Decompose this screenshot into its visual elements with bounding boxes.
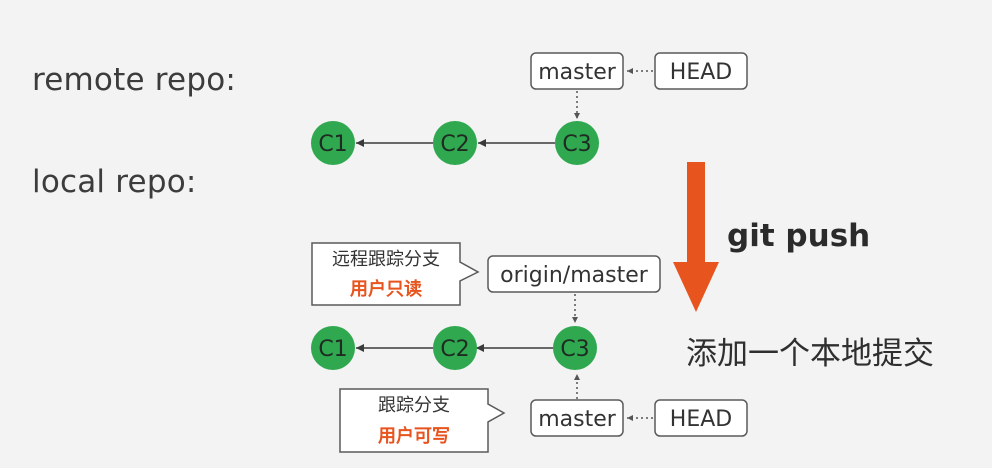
remote-master-text: master xyxy=(538,60,617,85)
remote-commit-c3-label: C3 xyxy=(562,132,591,157)
origin-master-text: origin/master xyxy=(500,263,649,288)
tracking-callout-sub: 用户可写 xyxy=(378,425,450,447)
origin-master-box xyxy=(487,255,661,293)
remote-master-ref: master xyxy=(530,52,624,90)
remote-repo-label: remote repo: xyxy=(32,62,237,98)
remote-commit-c3: C3 xyxy=(555,121,599,165)
local-commit-c2: C2 xyxy=(433,326,477,370)
local-master-box xyxy=(530,399,624,437)
origin-master-ref: origin/master xyxy=(487,255,661,293)
remote-tracking-callout: 远程跟踪分支 用户只读 xyxy=(311,242,480,306)
remote-commit-c1-label: C1 xyxy=(318,132,347,157)
remote-head-box xyxy=(654,52,748,90)
local-commit-note: 添加一个本地提交 xyxy=(686,336,934,372)
local-commit-c1: C1 xyxy=(311,326,355,370)
remote-master-box xyxy=(530,52,624,90)
local-head-text: HEAD xyxy=(670,407,732,432)
local-repo-label: local repo: xyxy=(32,164,197,200)
tracking-callout: 跟踪分支 用户可写 xyxy=(339,388,506,453)
remote-commit-c2-label: C2 xyxy=(440,132,469,157)
local-master-text: master xyxy=(538,407,617,432)
local-commit-c2-label: C2 xyxy=(440,337,469,362)
tracking-callout-title: 跟踪分支 xyxy=(378,395,450,416)
local-commit-c1-label: C1 xyxy=(318,337,347,362)
remote-head-text: HEAD xyxy=(670,60,732,85)
remote-head-ref: HEAD xyxy=(654,52,748,90)
remote-commit-c2: C2 xyxy=(433,121,477,165)
push-arrow-icon xyxy=(673,162,719,312)
git-push-label: git push xyxy=(727,218,871,254)
remote-commit-c1: C1 xyxy=(311,121,355,165)
remote-tracking-callout-sub: 用户只读 xyxy=(350,278,422,300)
local-commit-c3-label: C3 xyxy=(560,337,589,362)
local-head-ref: HEAD xyxy=(654,399,748,437)
local-master-ref: master xyxy=(530,399,624,437)
remote-tracking-callout-title: 远程跟踪分支 xyxy=(332,249,440,270)
local-commit-c3: C3 xyxy=(553,326,597,370)
local-head-box xyxy=(654,399,748,437)
